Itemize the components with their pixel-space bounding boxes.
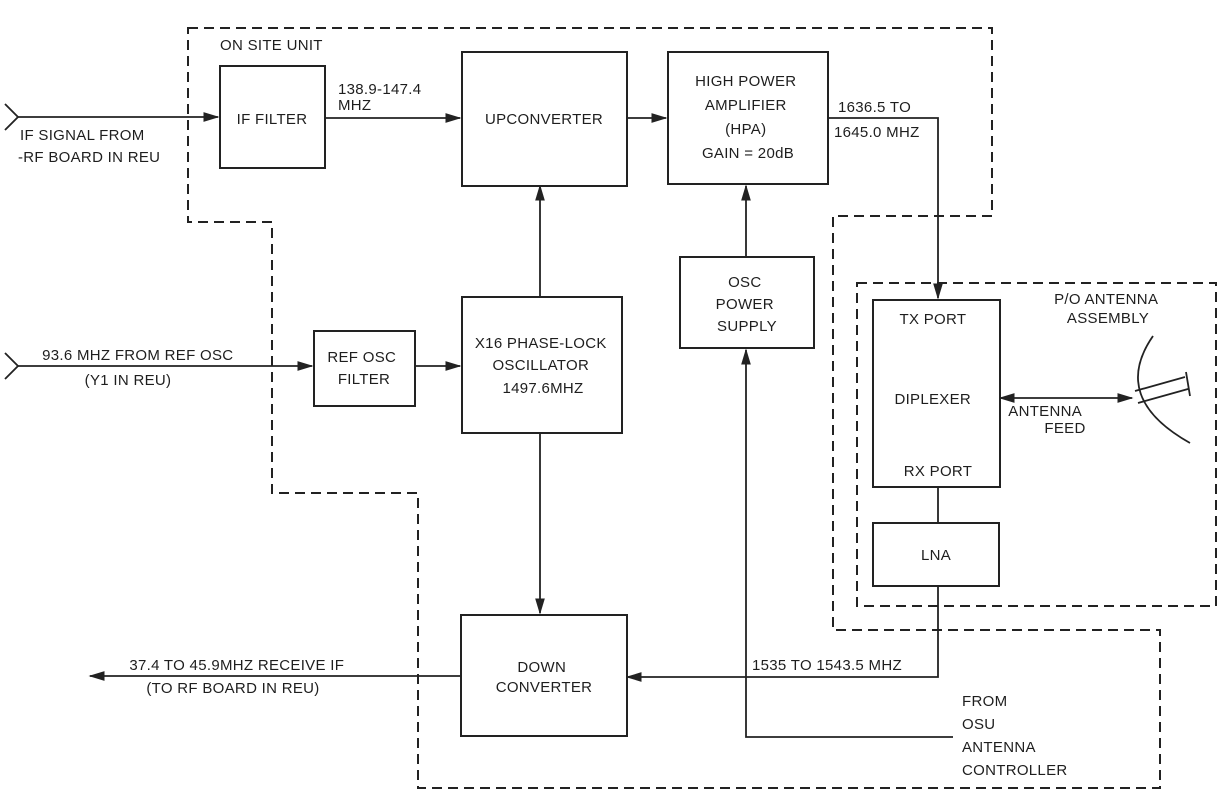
down-converter-block: DOWN CONVERTER	[460, 614, 628, 737]
wire-lna-downconv	[625, 586, 939, 682]
hpa-block: HIGH POWER AMPLIFIER (HPA) GAIN = 20dB	[667, 51, 829, 185]
antenna-assembly-label: P/O ANTENNA ASSEMBLY	[1054, 291, 1162, 327]
upconverter-block: UPCONVERTER	[461, 51, 628, 187]
ref-input-label: 93.6 MHZ FROM REF OSC (Y1 IN REU)	[42, 347, 238, 389]
wire-hpa-diplexer	[828, 117, 943, 300]
lna-out-label: 1535 TO 1543.5 MHZ	[752, 657, 902, 674]
receive-if-label: 37.4 TO 45.9MHZ RECEIVE IF (TO RF BOARD …	[129, 657, 348, 697]
ref-input-connector-icon	[4, 352, 20, 380]
phase-lock-oscillator-block: X16 PHASE-LOCK OSCILLATOR 1497.6MHZ	[461, 296, 623, 434]
lna-block: LNA	[872, 522, 1000, 587]
on-site-unit-boundary	[187, 27, 1161, 789]
ref-osc-filter-block: REF OSC FILTER	[313, 330, 416, 407]
if-input-connector-icon	[4, 103, 20, 131]
wire-controller-psu	[741, 348, 953, 738]
if-filter-out-label: 138.9-147.4 MHZ	[338, 81, 426, 114]
controller-label: FROM OSU ANTENNA CONTROLLER	[962, 693, 1068, 779]
if-filter-block: IF FILTER	[219, 65, 326, 169]
svg-text:IF FILTER: IF FILTER	[237, 111, 308, 128]
on-site-unit-label: ON SITE UNIT	[220, 37, 323, 54]
svg-text:TX PORT DIPLEXER R: TX PORT DIPLEXER RX PORT	[894, 311, 975, 480]
antenna-dish-icon	[1134, 335, 1191, 444]
svg-text:DOWN CONVERTER: DOWN CONVERTER	[496, 659, 593, 696]
antenna-feed-label: ANTENNA FEED	[1008, 403, 1085, 437]
osc-power-supply-block: OSC POWER SUPPLY	[679, 256, 815, 349]
hpa-out-label: 1636.5 TO 1645.0 MHZ	[834, 99, 920, 141]
svg-text:UPCONVERTER: UPCONVERTER	[485, 111, 603, 128]
if-input-label: IF SIGNAL FROM -RF BOARD IN REU	[18, 127, 160, 166]
svg-text:LNA: LNA	[921, 547, 951, 564]
diplexer-block: TX PORT DIPLEXER RX PORT	[872, 299, 1001, 488]
antenna-assembly-boundary	[856, 282, 1217, 607]
svg-text:OSC POWER SUPPLY: OSC POWER SUPPLY	[716, 274, 779, 335]
svg-text:X16 PHASE-LOCK OSCILLATO: X16 PHASE-LOCK OSCILLATOR 1497.6MHZ	[475, 335, 611, 397]
svg-text:REF OSC FILTER: REF OSC FILTER	[327, 349, 400, 388]
svg-text:HIGH POWER AMPLIFIER: HIGH POWER AMPLIFIER (HPA) GAIN = 20dB	[695, 73, 801, 162]
